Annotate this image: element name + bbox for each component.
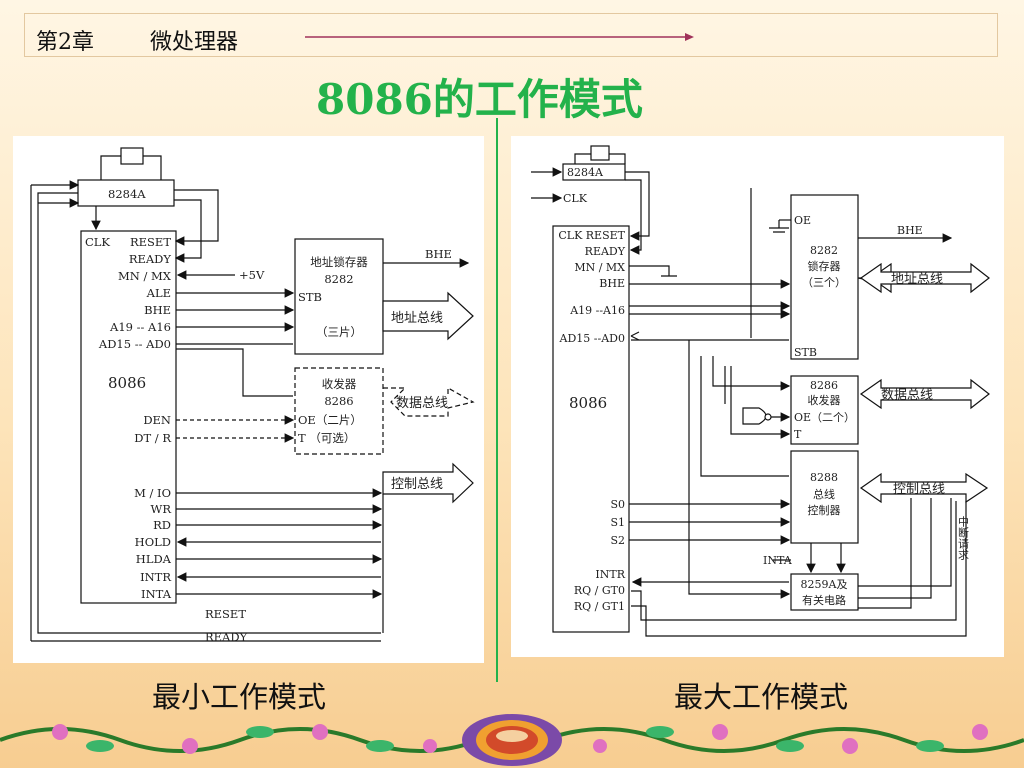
latch-name: 地址锁存器 <box>310 255 368 269</box>
latch-stb-max: STB <box>794 346 817 359</box>
transceiver-t: T （可选） <box>298 431 355 445</box>
pin-ready-max: READY <box>585 245 626 258</box>
pin-bhe: BHE <box>144 303 171 317</box>
pin-hlda: HLDA <box>136 552 172 566</box>
clock-label: 8284A <box>108 187 146 201</box>
latch-name-max: 锁存器 <box>808 259 841 273</box>
pin-inta: INTA <box>141 587 172 601</box>
header-box <box>24 13 998 57</box>
chapter-label: 第2章 <box>36 30 94 55</box>
crystal-icon <box>120 147 144 165</box>
pin-a19-a16-max: A19 --A16 <box>569 304 625 317</box>
pin-intr-max: INTR <box>595 568 625 581</box>
bhe-out-label-max: BHE <box>897 224 923 237</box>
max-mode-diagram: 8284A CLK CLK RESET READY MN / MX BHE A1… <box>531 145 990 637</box>
pic-line1: 8259A及 <box>801 578 848 591</box>
bus-controller-8288 <box>790 450 859 544</box>
pin-ad15-ad0: AD15 -- AD0 <box>98 337 171 351</box>
pic-line2: 有关电路 <box>802 593 846 607</box>
latch-count-max: （三个） <box>802 276 846 289</box>
transceiver-t-max: T <box>794 428 802 441</box>
pin-mn-mx: MN / MX <box>118 269 172 283</box>
transceiver-name-max: 收发器 <box>808 393 841 407</box>
pin-ale: ALE <box>146 286 171 300</box>
controller-line2: 控制器 <box>808 503 841 517</box>
subject-label: 微处理器 <box>150 30 239 55</box>
pin-ad15-ad0-max: AD15 --AD0 <box>559 332 625 345</box>
latch-stb: STB <box>298 290 322 304</box>
transceiver-chip-max: 8286 <box>810 379 838 392</box>
max-mode-panel: 8284A CLK CLK RESET READY MN / MX BHE A1… <box>511 136 1004 657</box>
pin-clk-reset-max: CLK RESET <box>558 229 625 242</box>
inta-label-max: INTA <box>763 554 793 567</box>
pin-den: DEN <box>143 413 171 427</box>
address-latch-8282 <box>294 238 384 355</box>
addr-bus-label: 地址总线 <box>391 311 443 326</box>
min-mode-caption: 最小工作模式 <box>152 680 327 714</box>
data-bus-label: 数据总线 <box>396 396 448 411</box>
pin-a19-a16: A19 -- A16 <box>109 320 171 334</box>
transceiver-8286 <box>294 367 384 455</box>
clock-label-max: 8284A <box>567 166 604 179</box>
addr-bus-label-max: 地址总线 <box>891 272 943 287</box>
pin-m-io: M / IO <box>134 486 171 500</box>
pin-hold: HOLD <box>135 535 171 549</box>
slide-title: 8086的工作模式 <box>316 75 643 124</box>
controller-chip: 8288 <box>810 471 838 484</box>
pin-dt-r: DT / R <box>134 431 171 445</box>
cpu-label: 8086 <box>108 374 146 392</box>
latch-8282-max <box>790 194 859 360</box>
latch-chip: 8282 <box>324 272 353 286</box>
decorative-vine-border <box>0 714 1024 766</box>
pin-bhe-max: BHE <box>599 277 625 290</box>
transceiver-oe-max: OE（二个） <box>794 411 855 424</box>
pin-rd: RD <box>153 518 171 532</box>
cpu-8086 <box>80 230 177 604</box>
crystal-icon-max <box>590 145 610 161</box>
pin-wr: WR <box>151 502 172 516</box>
latch-oe-max: OE <box>794 214 811 227</box>
pin-ready: READY <box>129 252 172 266</box>
pin-s1: S1 <box>610 516 625 529</box>
min-mode-panel: 8284A CLK RESET READY MN / MX ALE BHE A1… <box>13 136 484 663</box>
transceiver-chip: 8286 <box>324 394 353 408</box>
int-request-label: 中断请求 <box>957 516 970 560</box>
latch-chip-max: 8282 <box>810 244 838 257</box>
cpu-8086-max <box>552 225 630 633</box>
pin-reset: RESET <box>130 235 171 249</box>
ctrl-bus-label-max: 控制总线 <box>893 482 945 497</box>
max-mode-caption: 最大工作模式 <box>674 680 849 714</box>
transceiver-8286-max <box>790 375 859 445</box>
controller-line1: 总线 <box>813 487 835 501</box>
divider-line <box>496 118 498 682</box>
transceiver-oe: OE（二片） <box>298 413 362 427</box>
pin-rq-gt0: RQ / GT0 <box>574 584 625 597</box>
pin-clk: CLK <box>85 235 110 249</box>
cpu-label-max: 8086 <box>569 394 607 412</box>
latch-count: （三片） <box>316 325 362 339</box>
clk-pin-label: CLK <box>563 192 588 205</box>
pin-s0: S0 <box>610 498 625 511</box>
flower-ornament <box>462 714 562 766</box>
pin-rq-gt1: RQ / GT1 <box>574 600 625 613</box>
header-arrow <box>305 33 694 41</box>
interrupt-controller-8259a <box>790 573 859 611</box>
bhe-out-label: BHE <box>425 247 452 261</box>
ctrl-bus-label: 控制总线 <box>391 477 443 492</box>
pin-s2: S2 <box>610 534 625 547</box>
min-mode-diagram: 8284A CLK RESET READY MN / MX ALE BHE A1… <box>30 147 475 644</box>
pin-intr: INTR <box>140 570 171 584</box>
pin-mn-mx-max: MN / MX <box>574 261 625 274</box>
transceiver-name: 收发器 <box>322 377 357 391</box>
plus5v-label: +5V <box>239 268 265 282</box>
data-bus-label-max: 数据总线 <box>881 388 933 403</box>
reset-line-label: RESET <box>205 607 246 621</box>
ready-line-label: READY <box>205 630 248 644</box>
